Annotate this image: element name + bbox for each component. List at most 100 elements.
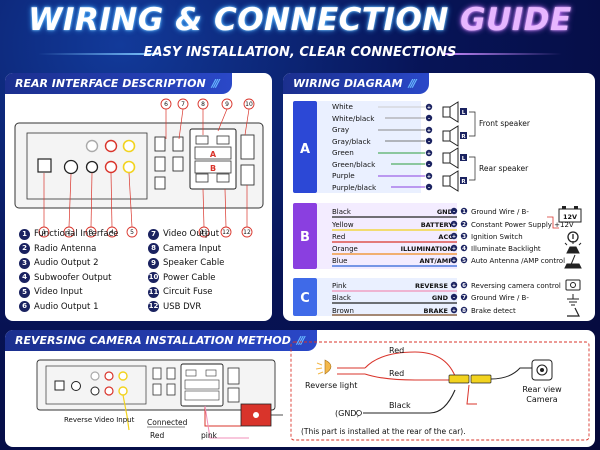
rear-interface-panel: REAR INTERFACE DESCRIPTION/// A B xyxy=(5,73,272,321)
wire-c-signal-1: GND xyxy=(432,294,449,302)
port-video-output xyxy=(154,136,166,152)
polarity-plus: + xyxy=(427,105,431,111)
wire-a-0: White xyxy=(332,102,353,111)
reversing-camera-tab-label: REVERSING CAMERA INSTALLATION METHOD xyxy=(15,334,291,347)
reversing-camera-tab: REVERSING CAMERA INSTALLATION METHOD/// xyxy=(5,330,317,351)
rca-white-bottom xyxy=(85,160,99,174)
wire-b-num-3: 4 xyxy=(462,246,466,252)
polarity-plus: + xyxy=(452,283,456,289)
wire-b-color-0: Black xyxy=(332,208,352,216)
callout-12a: 12 xyxy=(222,229,230,236)
rear-of-car-box xyxy=(290,341,590,441)
wire-b-signal-4: ANT/AMP xyxy=(419,257,453,265)
port-fuse xyxy=(240,134,255,160)
wire-b-num-4: 5 xyxy=(462,258,466,264)
polarity-minus: - xyxy=(428,185,430,191)
rear-view-camera-icon xyxy=(531,359,553,381)
wire-a-6: Purple xyxy=(332,171,355,180)
wire-b-signal-0: GND xyxy=(437,208,454,216)
connected-label: Connected xyxy=(147,418,188,427)
group-b-block xyxy=(293,203,317,269)
speaker-icon xyxy=(442,101,459,192)
channel-r: R xyxy=(461,179,466,185)
channel-l: L xyxy=(462,110,466,116)
rear-speaker-label: Rear speaker xyxy=(479,164,529,173)
group-a-block xyxy=(293,101,317,193)
wiring-diagram: A White White/black Gray Gray/black Gree… xyxy=(293,101,582,317)
polarity-plus: + xyxy=(452,246,456,252)
callout-4: 4 xyxy=(110,229,114,236)
connector-letter-a: A xyxy=(210,150,217,159)
wire-c-signal-0: REVERSE xyxy=(415,282,448,290)
gnd-terminal xyxy=(356,410,362,416)
channel-l: L xyxy=(462,156,466,162)
port-small-b xyxy=(172,156,184,172)
port-misc xyxy=(154,176,166,190)
wire-b-desc-0: Ground Wire / B- xyxy=(471,208,529,216)
title-wiring: WIRING xyxy=(28,2,164,38)
ignition-switch-icon xyxy=(567,231,579,243)
polarity-plus: + xyxy=(427,174,431,180)
polarity-plus: + xyxy=(452,308,456,314)
wire-b-color-1: Yellow xyxy=(331,221,354,229)
group-a-letter: A xyxy=(300,142,310,157)
battery-label: 12V xyxy=(563,213,577,221)
subtitle-line-right xyxy=(442,53,562,55)
antenna-icon xyxy=(564,254,582,269)
wire-c-color-0: Pink xyxy=(332,282,347,290)
wire-red-mid-label: Red xyxy=(389,369,404,378)
wire-a-1: White/black xyxy=(332,114,375,123)
title-connection: CONNECTION xyxy=(213,2,449,38)
wiring-diagram-panel: WIRING DIAGRAM/// A White White/black Gr… xyxy=(283,73,595,321)
reverse-light-icon xyxy=(315,359,332,375)
polarity-plus: + xyxy=(452,234,456,240)
rear-install-note: (This part is installed at the rear of t… xyxy=(301,427,466,436)
battery-icon: 12V xyxy=(558,206,582,223)
wire-c-color-1: Black xyxy=(332,294,352,302)
wire-b-signal-3: ILLUMINATION xyxy=(401,245,453,253)
wire-c-desc-2: Brake detect xyxy=(471,307,516,315)
backlight-icon xyxy=(564,241,582,254)
port-camera-input xyxy=(154,156,166,172)
wire-b-color-4: Blue xyxy=(332,257,348,265)
wire-b-desc-1: Constant Power Supply +12V xyxy=(471,221,574,229)
subtitle-line-left xyxy=(38,53,158,55)
wire-b-color-3: Orange xyxy=(332,245,358,253)
camera-video-connector xyxy=(470,374,492,384)
wiring-diagram-tab: WIRING DIAGRAM/// xyxy=(283,73,429,94)
front-speaker-label: Front speaker xyxy=(479,119,531,128)
wire-a-5: Green/black xyxy=(332,160,376,169)
group-b-letter: B xyxy=(300,230,310,245)
rear-interface-tab: REAR INTERFACE DESCRIPTION/// xyxy=(5,73,232,94)
wire-c-desc-0: Reversing camera control xyxy=(471,282,561,290)
page-title: WIRING & CONNECTION GUIDE xyxy=(0,2,600,38)
rca-yellow-bottom xyxy=(122,160,136,174)
wire-c-signal-2: BRAKE xyxy=(424,307,448,315)
power-wire-icon xyxy=(547,216,559,229)
polarity-minus: - xyxy=(453,209,455,215)
callout-6: 6 xyxy=(164,101,168,108)
wiring-diagram-tab-label: WIRING DIAGRAM xyxy=(293,77,403,90)
port-radio-antenna xyxy=(63,159,79,175)
wire-a-4: Green xyxy=(332,148,354,157)
callout-8: 8 xyxy=(201,101,205,108)
wire-c-num-1: 7 xyxy=(462,295,466,301)
polarity-plus: + xyxy=(427,151,431,157)
connector-letter-b: B xyxy=(210,164,216,173)
wire-c-desc-1: Ground Wire / B- xyxy=(471,294,529,302)
callout-2: 2 xyxy=(67,229,71,236)
wire-b-desc-4: Auto Antenna /AMP control xyxy=(471,257,565,265)
callout-1: 1 xyxy=(42,229,46,236)
wire-a-2: Gray xyxy=(332,125,350,134)
port-usb xyxy=(240,164,255,186)
